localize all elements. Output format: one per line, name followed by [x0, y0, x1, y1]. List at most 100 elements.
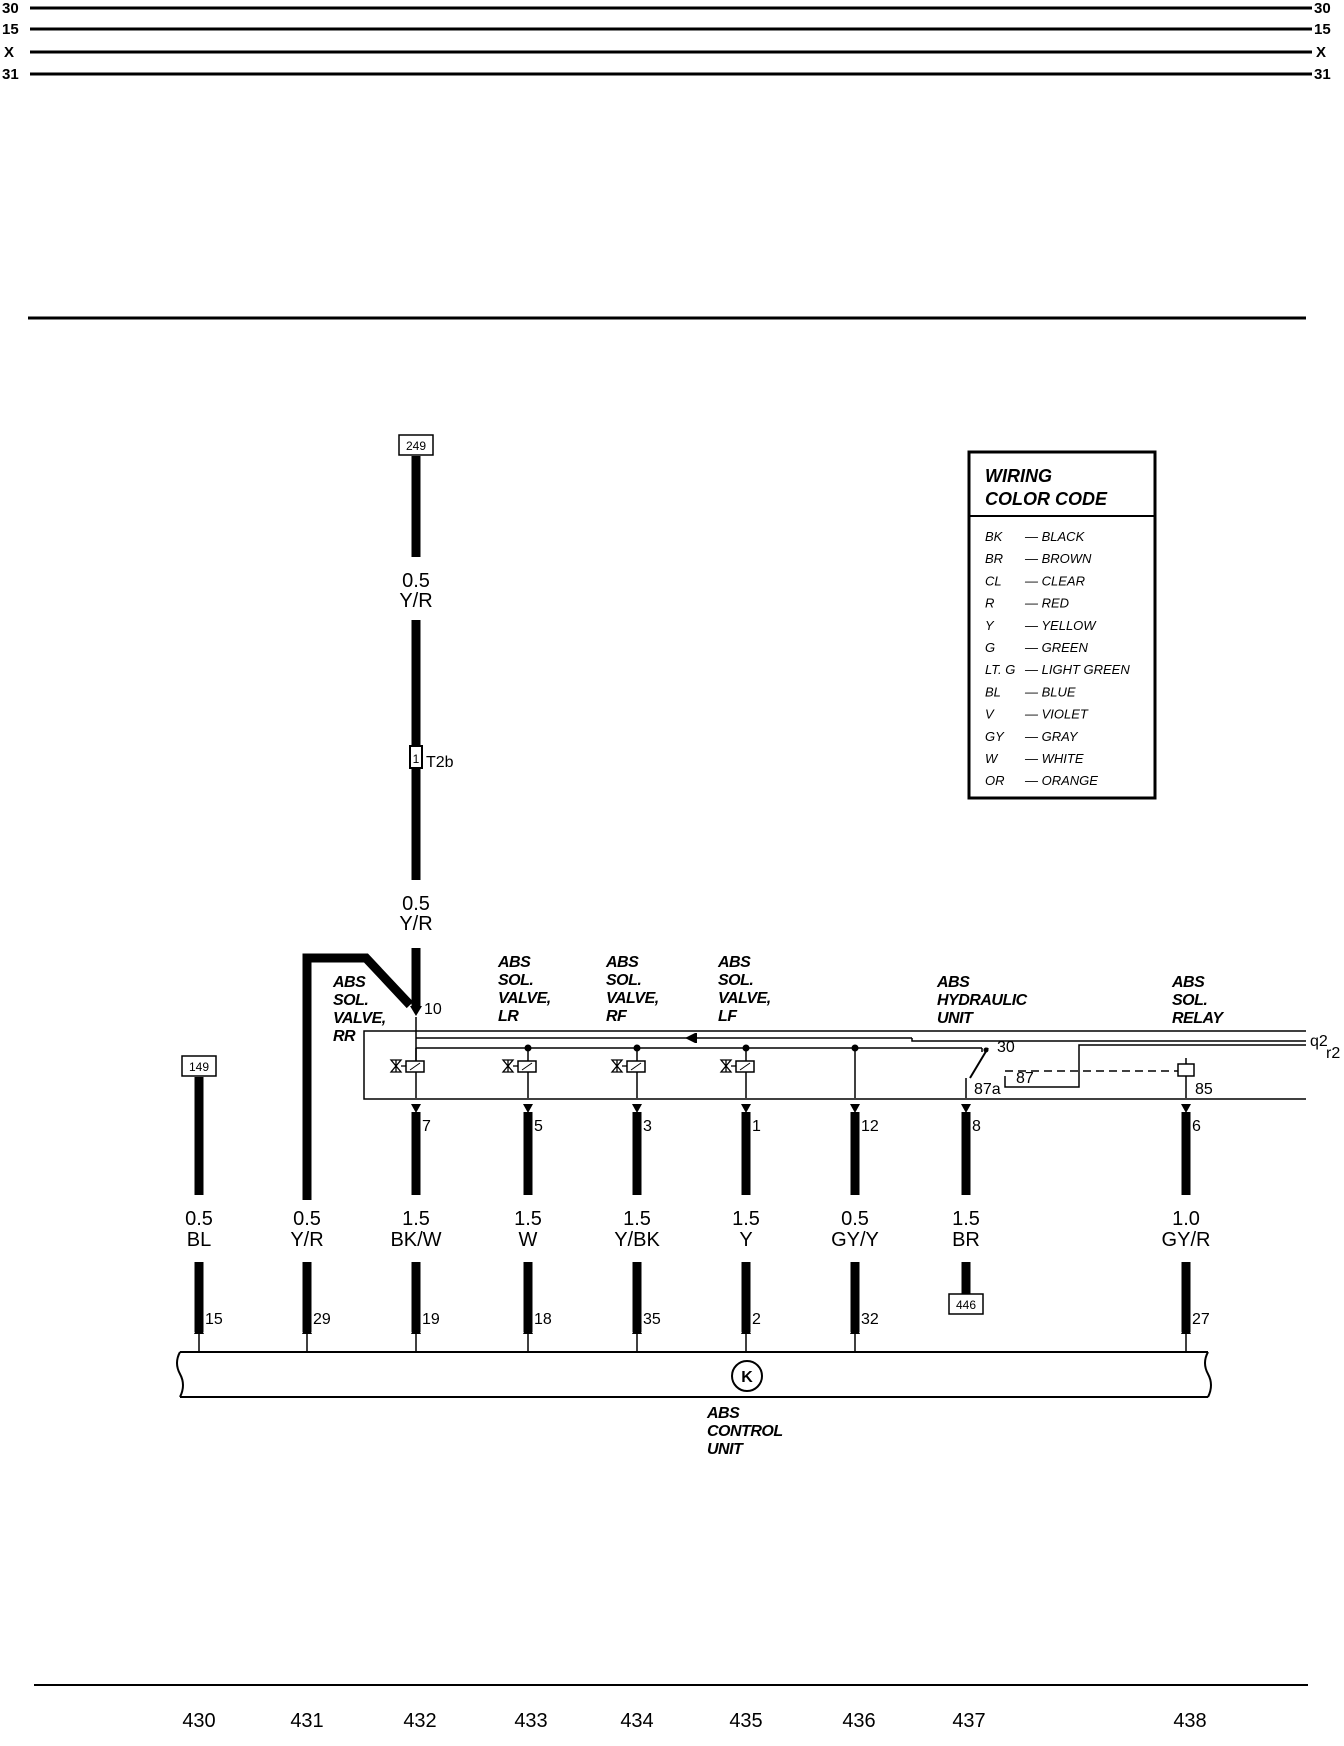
wire-color-label: Y [739, 1229, 752, 1251]
relay-87-line [1004, 1044, 1306, 1088]
control-unit-left-break [176, 1351, 184, 1398]
legend-code: Y [985, 618, 995, 633]
control-unit-right-break [1204, 1351, 1212, 1398]
label-rr-2: SOL. [333, 992, 368, 1009]
ecu-pin-arrow [741, 1324, 751, 1334]
legend-color-name: — CLEAR [1024, 573, 1085, 588]
wire-color-label: Y/BK [614, 1229, 660, 1251]
crossover-wire-yr [302, 953, 414, 1200]
signal-wire: 81.5BR [952, 1104, 981, 1294]
label-rf-1: ABS [605, 954, 639, 971]
ecu-pin-arrow [850, 1324, 860, 1334]
solenoid-valve-symbol [389, 1048, 425, 1098]
wire-color-label: W [519, 1229, 538, 1251]
label-lr-4: LR [498, 1008, 519, 1025]
relay-contact-arm [969, 1047, 989, 1079]
ecu-pin-label: 2 [752, 1311, 761, 1328]
wire-color-label: BK/W [390, 1229, 441, 1251]
legend-code: BK [985, 529, 1004, 544]
signal-wires: 0.5BL150.5Y/R2971.5BK/W1951.5W1831.5Y/BK… [185, 1077, 1210, 1352]
column-number: 431 [290, 1710, 323, 1732]
wire-size-label: 1.0 [1172, 1208, 1200, 1230]
label-lr-1: ABS [497, 954, 531, 971]
column-number: 435 [729, 1710, 762, 1732]
relay-pin-85: 85 [1195, 1081, 1213, 1098]
column-number: 436 [842, 1710, 875, 1732]
legend-code: G [985, 640, 995, 655]
legend-color-name: — BROWN [1024, 551, 1092, 566]
label-rf-4: RF [606, 1008, 628, 1025]
column-number: 438 [1173, 1710, 1206, 1732]
ref-box-249 [398, 434, 434, 456]
label-relay-1: ABS [1171, 974, 1205, 991]
abs-control-unit: K ABS CONTROL UNIT [176, 1351, 1212, 1458]
ecu-pin-label: 29 [313, 1311, 331, 1328]
legend-code: OR [985, 773, 1005, 788]
ecu-pin-label: 32 [861, 1311, 879, 1328]
solenoid-valve-symbol [501, 1048, 537, 1098]
diode-symbol [685, 1033, 695, 1043]
signal-wire: 120.5GY/Y32 [831, 1104, 879, 1352]
relay-coil [1177, 1063, 1195, 1077]
legend-title-line1: WIRING [985, 466, 1052, 486]
wire-size-label: 1.5 [952, 1208, 980, 1230]
rail-label-left-x: X [4, 44, 14, 61]
relay-pin-30: 30 [997, 1039, 1015, 1056]
wire-size-label: 1.5 [623, 1208, 651, 1230]
legend-color-name: — WHITE [1024, 751, 1084, 766]
relay-pin-87: 87 [1016, 1070, 1034, 1087]
hyd-pin-label: 6 [1192, 1118, 1201, 1135]
top-wire-color1: Y/R [399, 590, 432, 612]
wire-size-label: 0.5 [293, 1208, 321, 1230]
rail-label-left-15: 15 [2, 21, 19, 38]
label-lr-2: SOL. [498, 972, 533, 989]
solenoid-valve-symbol [610, 1048, 646, 1098]
ecu-pin-label: 27 [1192, 1311, 1210, 1328]
junction-lf [742, 1044, 750, 1052]
hyd-pin-label: 12 [861, 1118, 879, 1135]
hyd-pin-label: 8 [972, 1118, 981, 1135]
hydraulic-unit-outline [363, 1030, 1306, 1100]
signal-wire: 11.5Y2 [732, 1104, 761, 1352]
ecu-pin-label: 15 [205, 1311, 223, 1328]
hyd-pin-arrow [411, 1104, 421, 1113]
ecu-pin-arrow [194, 1324, 204, 1334]
control-unit-symbol [731, 1360, 763, 1392]
ecu-pin-arrow [523, 1324, 533, 1334]
legend-code: GY [985, 729, 1005, 744]
column-number: 433 [514, 1710, 547, 1732]
legend-title-line2: COLOR CODE [985, 489, 1108, 509]
hyd-pin-arrow [741, 1104, 751, 1113]
ref-label-149: 149 [189, 1060, 209, 1074]
ecu-pin-label: 19 [422, 1311, 440, 1328]
connector-t2b-label: T2b [426, 754, 454, 771]
legend-code: W [985, 751, 999, 766]
wire-color-label: GY/Y [831, 1229, 879, 1251]
label-rf-3: VALVE, [606, 990, 659, 1007]
legend-code: LT. G [985, 662, 1015, 677]
junction-lr [524, 1044, 532, 1052]
label-control-1: ABS [706, 1405, 740, 1422]
hyd-pin-label: 5 [534, 1118, 543, 1135]
hyd-pin-label: 3 [643, 1118, 652, 1135]
top-wire-pin-10: 10 [424, 1001, 442, 1018]
relay-contact-pivot [983, 1047, 989, 1053]
component-labels: ABS SOL. VALVE, RR ABS SOL. VALVE, LR AB… [332, 954, 1225, 1045]
hyd-pin-arrow [1181, 1104, 1191, 1113]
label-hyd-1: ABS [936, 974, 970, 991]
legend-box [967, 450, 1157, 800]
wire-size-label: 1.5 [732, 1208, 760, 1230]
label-rr-3: VALVE, [333, 1010, 386, 1027]
relay-pin-q2: q2 [1310, 1033, 1328, 1050]
hyd-pin-arrow [961, 1104, 971, 1113]
top-wire-color2: Y/R [399, 913, 432, 935]
legend-code: BL [985, 684, 1001, 699]
hyd-pin-arrow [632, 1104, 642, 1113]
top-feed-wire: 249 0.5 Y/R 1 T2b 0.5 Y/R 10 [398, 434, 454, 1018]
legend-color-name: — BLUE [1024, 684, 1076, 699]
legend-color-name: — GRAY [1024, 729, 1079, 744]
top-wire-size2: 0.5 [402, 893, 430, 915]
